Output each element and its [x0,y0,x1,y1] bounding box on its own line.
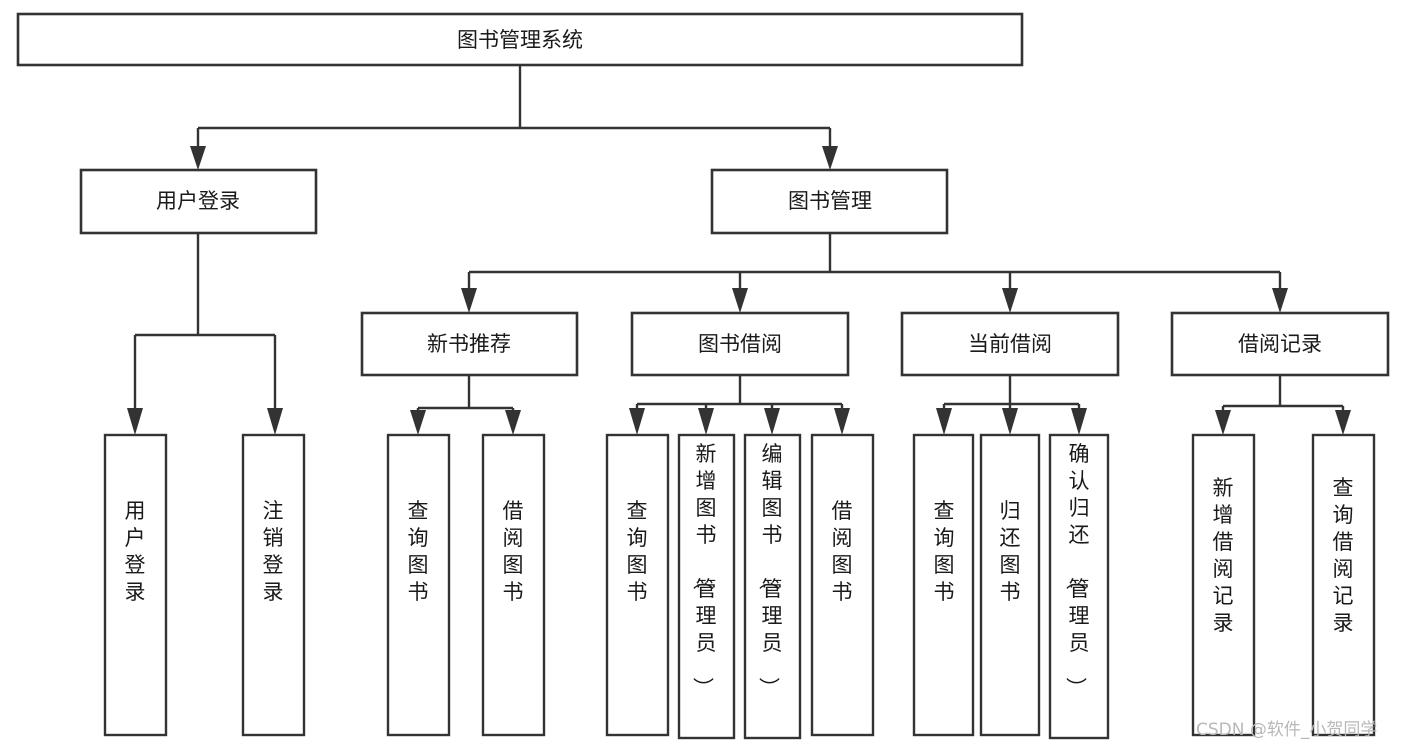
node-current-borrow-label: 当前借阅 [968,332,1052,356]
leaf-cb-query-book-box[interactable] [912,433,975,737]
node-book-borrow-box[interactable] [630,311,850,377]
node-current-borrow[interactable]: 当前借阅 [900,311,1120,377]
arrow-book-borrow-leaf-2 [698,408,714,435]
arrow-to-current-borrow [1002,288,1018,313]
arrow-new-book-leaf-1 [410,410,426,435]
arrow-to-borrow-record [1272,288,1288,313]
leaf-cb-confirm-return-label: 确认归还（管理员） [1064,442,1090,698]
arrow-current-borrow-leaf-3 [1071,408,1087,435]
leaf-bb-query-book-label: 查询图书 [627,499,648,604]
leaf-br-add-record-label: 新增借阅记录 [1213,476,1234,635]
leaf-node[interactable]: 借阅图书 [481,433,546,737]
leaf-cb-return-book-box[interactable] [979,433,1041,737]
node-book-borrow-label: 图书借阅 [698,332,782,356]
node-book-borrow[interactable]: 图书借阅 [630,311,850,377]
arrow-user-login-leaf-2 [267,408,283,435]
leaf-node[interactable]: 借阅图书 [810,433,875,737]
arrow-new-book-leaf-2 [505,410,521,435]
arrow-book-borrow-leaf-1 [629,408,645,435]
node-new-book-recommend-label: 新书推荐 [427,332,511,356]
leaf-nbr-borrow-book-box[interactable] [481,433,546,737]
node-new-book-recommend[interactable]: 新书推荐 [360,311,579,377]
leaf-bb-borrow-book-box[interactable] [810,433,875,737]
leaf-nbr-borrow-book-label: 借阅图书 [503,499,524,604]
arrow-book-borrow-leaf-3 [764,408,780,435]
arrow-to-new-book [461,288,477,313]
node-book-manage-label: 图书管理 [788,189,872,213]
leaf-bb-borrow-book-label: 借阅图书 [832,499,853,604]
leaf-bb-add-book-box[interactable] [677,433,736,740]
node-borrow-record[interactable]: 借阅记录 [1170,311,1390,377]
watermark-label: CSDN @软件_小贺同学 [1196,720,1377,740]
arrow-to-book-borrow [732,288,748,313]
node-new-book-recommend-box[interactable] [360,311,579,377]
leaf-user-login-label: 用户登录 [125,499,146,604]
leaf-bb-query-book-box[interactable] [605,433,670,737]
arrow-borrow-record-leaf-1 [1215,410,1231,435]
leaf-br-query-record-label: 查询借阅记录 [1333,476,1354,635]
node-borrow-record-box[interactable] [1170,311,1390,377]
arrow-to-user-login [190,146,206,170]
arrow-borrow-record-leaf-2 [1335,410,1351,435]
node-user-login-box[interactable] [79,168,318,235]
leaf-cb-confirm-return-box[interactable] [1048,433,1110,740]
arrow-user-login-leaf-1 [127,408,143,435]
leaf-node[interactable]: 查询借阅记录 [1311,433,1376,737]
node-root-system[interactable]: 图书管理系统 [16,12,1024,67]
leaf-node[interactable]: 查询图书 [912,433,975,737]
leaf-br-query-record-box[interactable] [1311,433,1376,737]
node-root-label: 图书管理系统 [457,28,583,52]
leaf-logout-label: 注销登录 [263,499,284,604]
leaf-bb-edit-book-box[interactable] [743,433,802,740]
arrow-to-book-manage [822,146,838,170]
node-current-borrow-box[interactable] [900,311,1120,377]
arrow-current-borrow-leaf-1 [936,408,952,435]
connector-group [127,65,1351,435]
leaf-user-login-box[interactable] [103,433,168,737]
node-book-manage-box[interactable] [710,168,949,235]
leaf-cb-query-book-label: 查询图书 [934,499,955,604]
leaf-node[interactable]: 编辑图书（管理员） [743,433,802,740]
leaf-node[interactable]: 注销登录 [241,433,306,737]
leaf-node[interactable]: 查询图书 [386,433,451,737]
leaf-node[interactable]: 归还图书 [979,433,1041,737]
node-borrow-record-label: 借阅记录 [1238,332,1322,356]
node-user-login-label: 用户登录 [156,189,240,213]
leaf-node[interactable]: 新增借阅记录 [1191,433,1256,737]
leaf-node[interactable]: 确认归还（管理员） [1048,433,1110,740]
leaf-node[interactable]: 新增图书（管理员） [677,433,736,740]
leaf-node[interactable]: 查询图书 [605,433,670,737]
node-root-box[interactable] [16,12,1024,67]
leaf-nbr-query-book-box[interactable] [386,433,451,737]
leaf-nbr-query-book-label: 查询图书 [408,499,429,604]
arrow-current-borrow-leaf-2 [1002,408,1018,435]
leaf-cb-return-book-label: 归还图书 [1000,499,1021,604]
leaf-bb-edit-book-label: 编辑图书（管理员） [757,442,783,698]
node-book-manage[interactable]: 图书管理 [710,168,949,235]
leaf-node[interactable]: 用户登录 [103,433,168,737]
leaf-logout-box[interactable] [241,433,306,737]
leaf-bb-add-book-label: 新增图书（管理员） [691,442,717,698]
node-user-login[interactable]: 用户登录 [79,168,318,235]
leaf-br-add-record-box[interactable] [1191,433,1256,737]
arrow-book-borrow-leaf-4 [834,408,850,435]
